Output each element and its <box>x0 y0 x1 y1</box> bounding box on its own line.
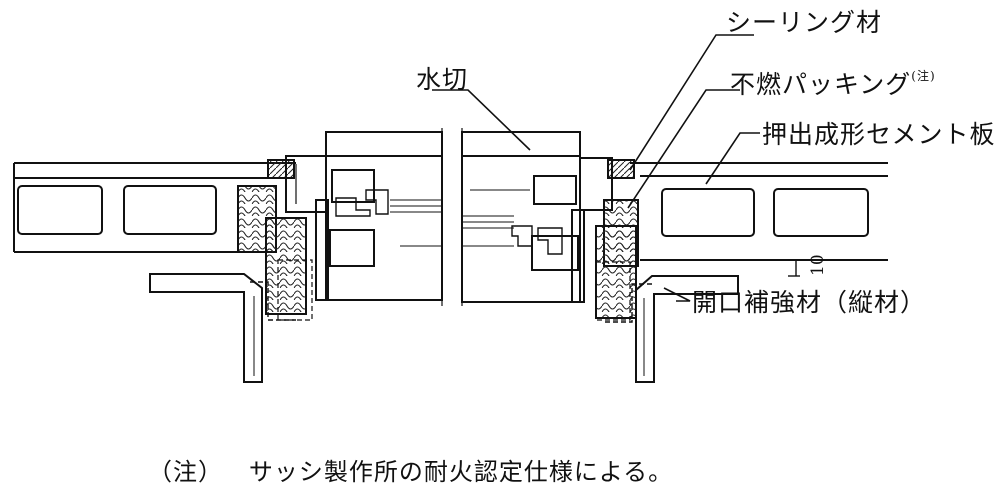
leader-reinforcement <box>663 287 691 302</box>
label-packing: 不燃パッキング(注) <box>730 69 936 99</box>
dimension-10 <box>788 259 800 277</box>
leader-mizukiri <box>432 89 531 151</box>
leader-packing <box>627 89 740 209</box>
left-sash-frame <box>285 131 443 301</box>
right-reinforcement-angle <box>604 275 739 383</box>
footnote: （注） サッシ製作所の耐火認定仕様による。 <box>148 452 673 487</box>
leader-sealing <box>629 34 754 171</box>
label-mizukiri: 水切 <box>416 65 469 94</box>
right-packing-lower <box>595 225 637 319</box>
footnote-text: サッシ製作所の耐火認定仕様による。 <box>248 458 674 486</box>
leader-panel <box>705 132 760 185</box>
footnote-mark: （注） <box>148 458 223 486</box>
label-packing-note-mark: (注) <box>911 69 936 83</box>
right-cement-panel <box>630 162 888 261</box>
left-sealing <box>267 159 295 179</box>
left-packing-lower <box>265 217 307 315</box>
label-reinforcement: 開口補強材（縦材） <box>692 288 927 317</box>
label-panel: 押出成形セメント板 <box>762 120 996 149</box>
left-cement-panel <box>13 162 296 253</box>
label-packing-text: 不燃パッキング <box>730 70 912 99</box>
label-dimension: 10 <box>808 254 828 276</box>
right-sash-frame <box>461 131 613 303</box>
right-sealing <box>607 159 635 179</box>
label-sealing: シーリング材 <box>726 8 883 37</box>
